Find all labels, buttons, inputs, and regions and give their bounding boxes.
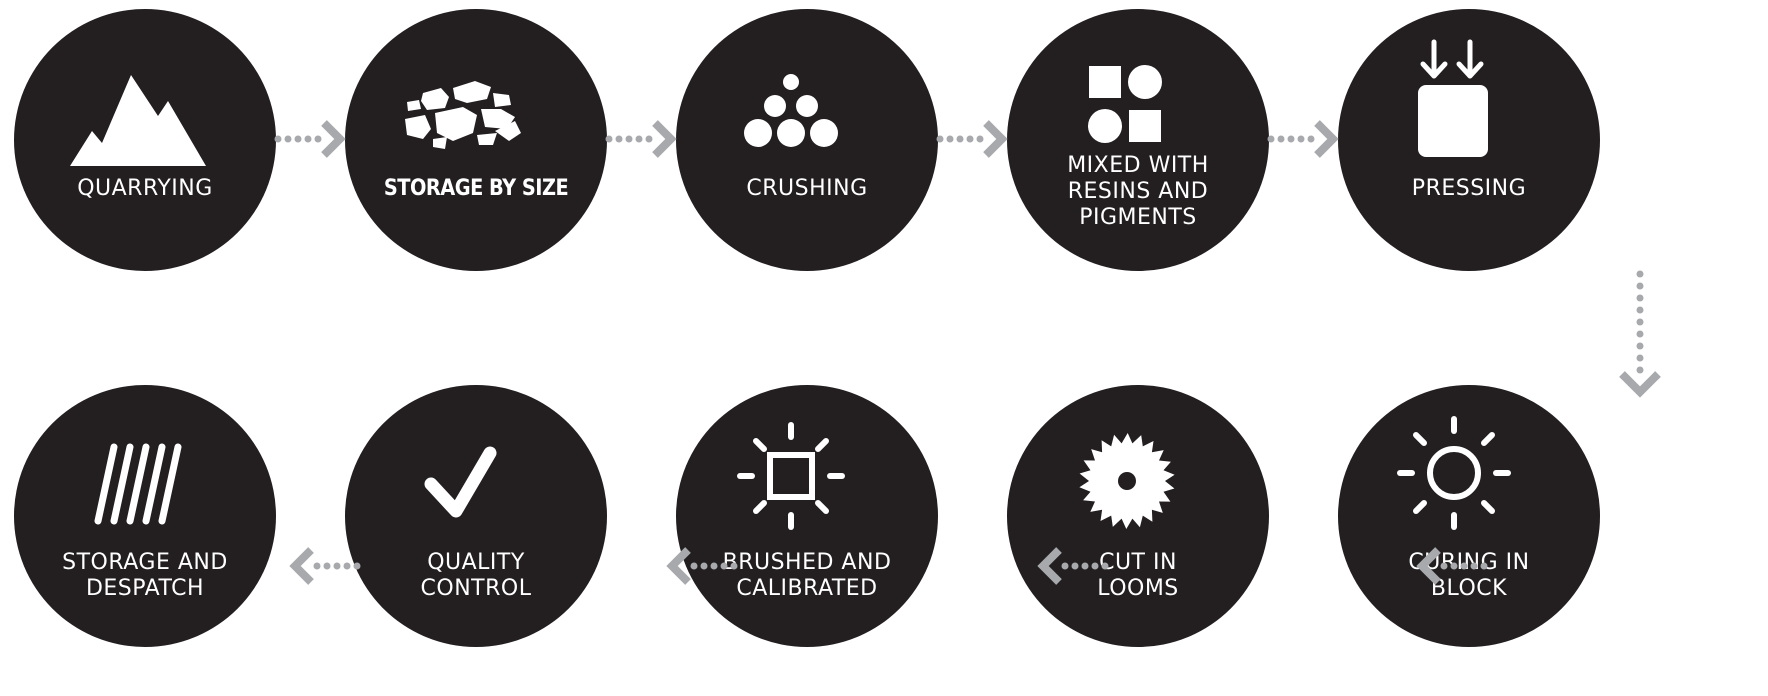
sun-icon — [1397, 416, 1511, 530]
slabs-icon — [94, 443, 182, 525]
stones-icon — [405, 81, 521, 149]
step-crushing: CRUSHING — [676, 9, 938, 271]
saw-blade-icon — [1079, 433, 1175, 529]
step-brushed-and-calibrated: BRUSHED AND CALIBRATED — [676, 385, 938, 647]
step-label: BRUSHED AND CALIBRATED — [722, 550, 892, 601]
step-label: QUARRYING — [77, 176, 213, 201]
arrow-left-icon — [666, 547, 738, 585]
step-label: CURING IN BLOCK — [1408, 550, 1530, 601]
step-storage-by-size: STORAGE BY SIZE — [345, 9, 607, 271]
step-label: STORAGE AND DESPATCH — [62, 550, 228, 601]
step-quarrying: QUARRYING — [14, 9, 276, 271]
step-label: STORAGE BY SIZE — [383, 176, 569, 201]
arrow-right-icon — [605, 120, 677, 158]
step-label: CRUSHING — [746, 176, 868, 201]
step-label: MIXED WITH RESINS AND PIGMENTS — [1067, 153, 1209, 230]
arrow-down-icon — [1619, 270, 1661, 398]
step-label: CUT IN LOOMS — [1097, 550, 1179, 601]
step-storage-and-despatch: STORAGE AND DESPATCH — [14, 385, 276, 647]
mountain-icon — [70, 75, 206, 166]
step-label: PRESSING — [1411, 176, 1527, 201]
checkmark-icon — [424, 446, 497, 518]
arrow-left-icon — [289, 547, 361, 585]
step-cut-in-looms: CUT IN LOOMS — [1007, 385, 1269, 647]
step-mixed: MIXED WITH RESINS AND PIGMENTS — [1007, 9, 1269, 271]
step-label: QUALITY CONTROL — [420, 550, 532, 601]
arrow-right-icon — [274, 120, 346, 158]
mix-shapes-icon — [1088, 65, 1162, 143]
arrow-left-icon — [1416, 547, 1488, 585]
granules-icon — [744, 74, 838, 147]
arrow-left-icon — [1037, 547, 1109, 585]
step-curing-in-block: CURING IN BLOCK — [1338, 385, 1600, 647]
arrow-right-icon — [936, 120, 1008, 158]
step-pressing: PRESSING — [1338, 9, 1600, 271]
brush-square-icon — [737, 422, 845, 530]
press-icon — [1418, 39, 1488, 157]
arrow-right-icon — [1267, 120, 1339, 158]
step-quality-control: QUALITY CONTROL — [345, 385, 607, 647]
